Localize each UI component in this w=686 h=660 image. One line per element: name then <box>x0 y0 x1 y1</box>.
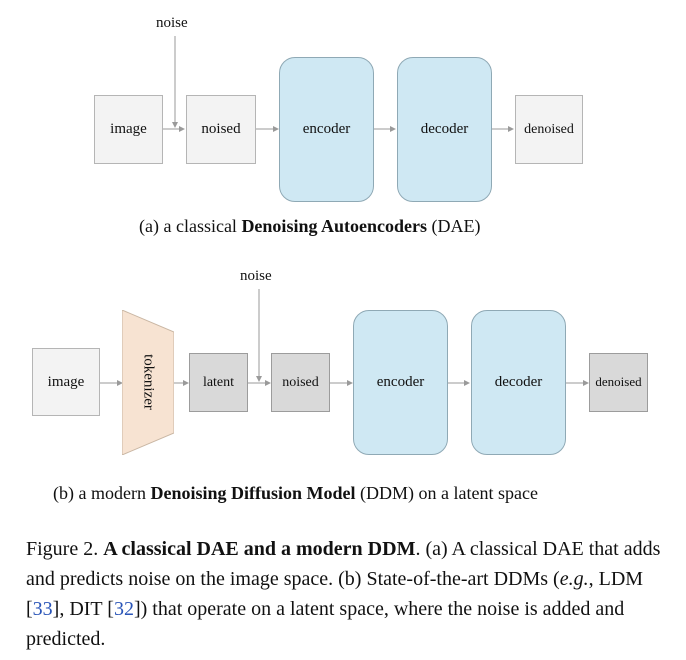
reference-link-32[interactable]: 32 <box>113 598 134 620</box>
caption-b-suffix: (DDM) on a latent space <box>355 483 538 503</box>
tokenizer-label: tokenizer <box>140 354 157 410</box>
decoder-box-a: decoder <box>397 57 492 202</box>
noise-label-b: noise <box>240 268 272 284</box>
caption-a-prefix: (a) a classical <box>139 216 242 236</box>
caption-a: (a) a classical Denoising Autoencoders (… <box>139 216 480 237</box>
figure-caption-text-3: ], DIT [ <box>52 598 114 620</box>
noise-label-a: noise <box>156 15 188 31</box>
figure-caption-eg: e.g. <box>559 568 589 590</box>
caption-a-suffix: (DAE) <box>426 216 481 236</box>
reference-link-33[interactable]: 33 <box>32 598 53 620</box>
image-box-a: image <box>94 95 163 164</box>
caption-b-prefix: (b) a modern <box>53 483 151 503</box>
denoised-box-a: denoised <box>515 95 583 164</box>
noised-box-b: noised <box>271 353 330 412</box>
caption-a-bold: Denoising Autoencoders <box>241 216 427 236</box>
encoder-box-b: encoder <box>353 310 448 455</box>
figure-label: Figure 2. <box>26 538 104 560</box>
encoder-box-a: encoder <box>279 57 374 202</box>
image-box-b: image <box>32 348 100 416</box>
figure-caption-text-2: , LDM [ <box>26 568 644 620</box>
decoder-box-b: decoder <box>471 310 566 455</box>
caption-b-bold: Denoising Diffusion Model <box>150 483 356 503</box>
figure-caption-title: A classical DAE and a modern DDM <box>103 538 416 560</box>
tokenizer-shape <box>122 310 174 455</box>
figure-caption: Figure 2. A classical DAE and a modern D… <box>26 534 666 654</box>
denoised-box-b: denoised <box>589 353 648 412</box>
figure-caption-text-1: . (a) A classical DAE that adds and pred… <box>26 538 661 590</box>
caption-b: (b) a modern Denoising Diffusion Model (… <box>53 483 538 504</box>
noised-box-a: noised <box>186 95 256 164</box>
latent-box-b: latent <box>189 353 248 412</box>
figure-caption-text-4: ]) that operate on a latent space, where… <box>26 598 625 650</box>
